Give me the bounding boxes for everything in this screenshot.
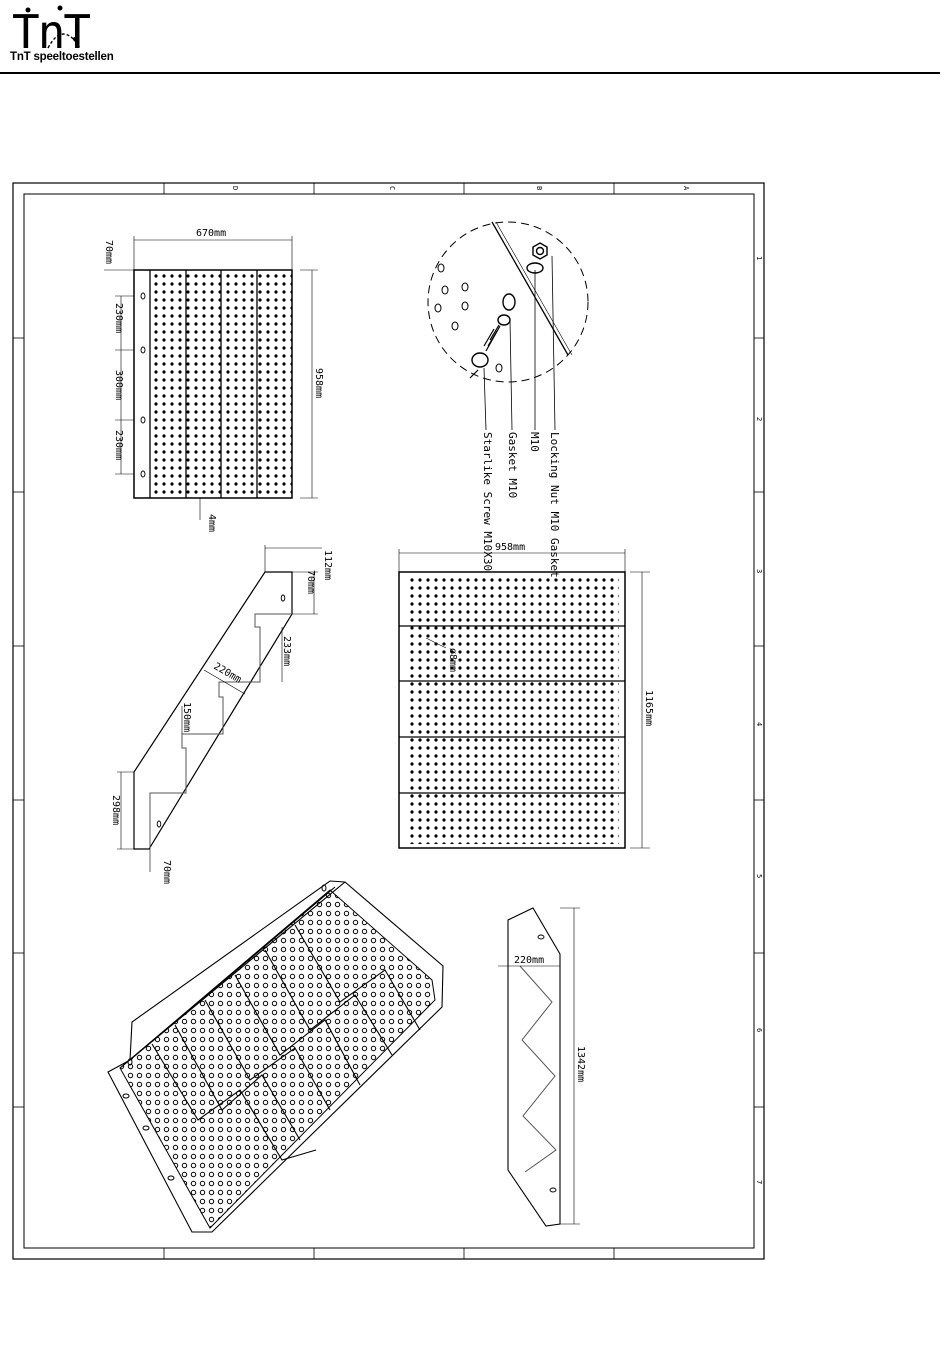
detail-label-screw: Starlike Screw M10X30 <box>481 432 494 571</box>
frame-column-label: D <box>231 186 239 190</box>
frame-row-label: 3 <box>755 569 763 573</box>
dim-front-width: 958mm <box>495 542 525 553</box>
frame-row-label: 2 <box>755 417 763 421</box>
isometric-view <box>108 881 443 1232</box>
frame-column-label: A <box>682 186 690 191</box>
front-view: 958mm 1165mm ø8mm <box>399 542 654 848</box>
dim-front-hole: ø8mm <box>447 648 458 672</box>
frame-column-label: B <box>535 186 543 190</box>
side-view: 112mm 70mm 233mm 220mm 150mm 298mm 70mm <box>110 545 333 884</box>
frame-row-label: 4 <box>755 722 763 726</box>
frame-column-label: C <box>388 186 396 190</box>
dim-side-bottom-offset: 70mm <box>161 860 172 884</box>
dim-top-spacing-1: 230mm <box>113 303 124 333</box>
stringer-view: 220mm 1342mm <box>498 908 586 1226</box>
dim-top-offset: 70mm <box>103 240 114 264</box>
frame-row-label: 5 <box>755 874 763 878</box>
dim-stringer-length: 1342mm <box>575 1046 586 1082</box>
dim-top-spacing-3: 230mm <box>113 430 124 460</box>
fastener-detail: Locking Nut M10 Gasket M10 Gasket M10 St… <box>428 222 588 578</box>
dim-side-top-offset: 112mm <box>322 550 333 580</box>
dim-front-height: 1165mm <box>643 690 654 726</box>
detail-label-locking-nut: Locking Nut M10 Gasket <box>548 432 561 578</box>
dim-side-top-height: 70mm <box>305 570 316 594</box>
dim-side-bottom-height: 298mm <box>110 795 121 825</box>
frame-row-label: 1 <box>755 256 763 260</box>
detail-label-gasket: Gasket M10 <box>506 432 519 498</box>
frame-row-label: 7 <box>755 1180 763 1184</box>
frame-row-label: 6 <box>755 1028 763 1032</box>
dim-side-step-height: 150mm <box>181 702 192 732</box>
dim-top-width: 670mm <box>196 228 226 239</box>
dim-top-thickness: 4mm <box>206 514 217 532</box>
detail-label-m10: M10 <box>528 432 541 452</box>
dim-side-rise: 233mm <box>281 636 292 666</box>
dim-stringer-depth: 220mm <box>514 955 544 966</box>
dim-top-spacing-2: 300mm <box>113 370 124 400</box>
dim-top-depth: 958mm <box>313 368 324 398</box>
top-view: 670mm 70mm 958mm 230mm 300mm 230mm 4mm <box>103 228 324 532</box>
